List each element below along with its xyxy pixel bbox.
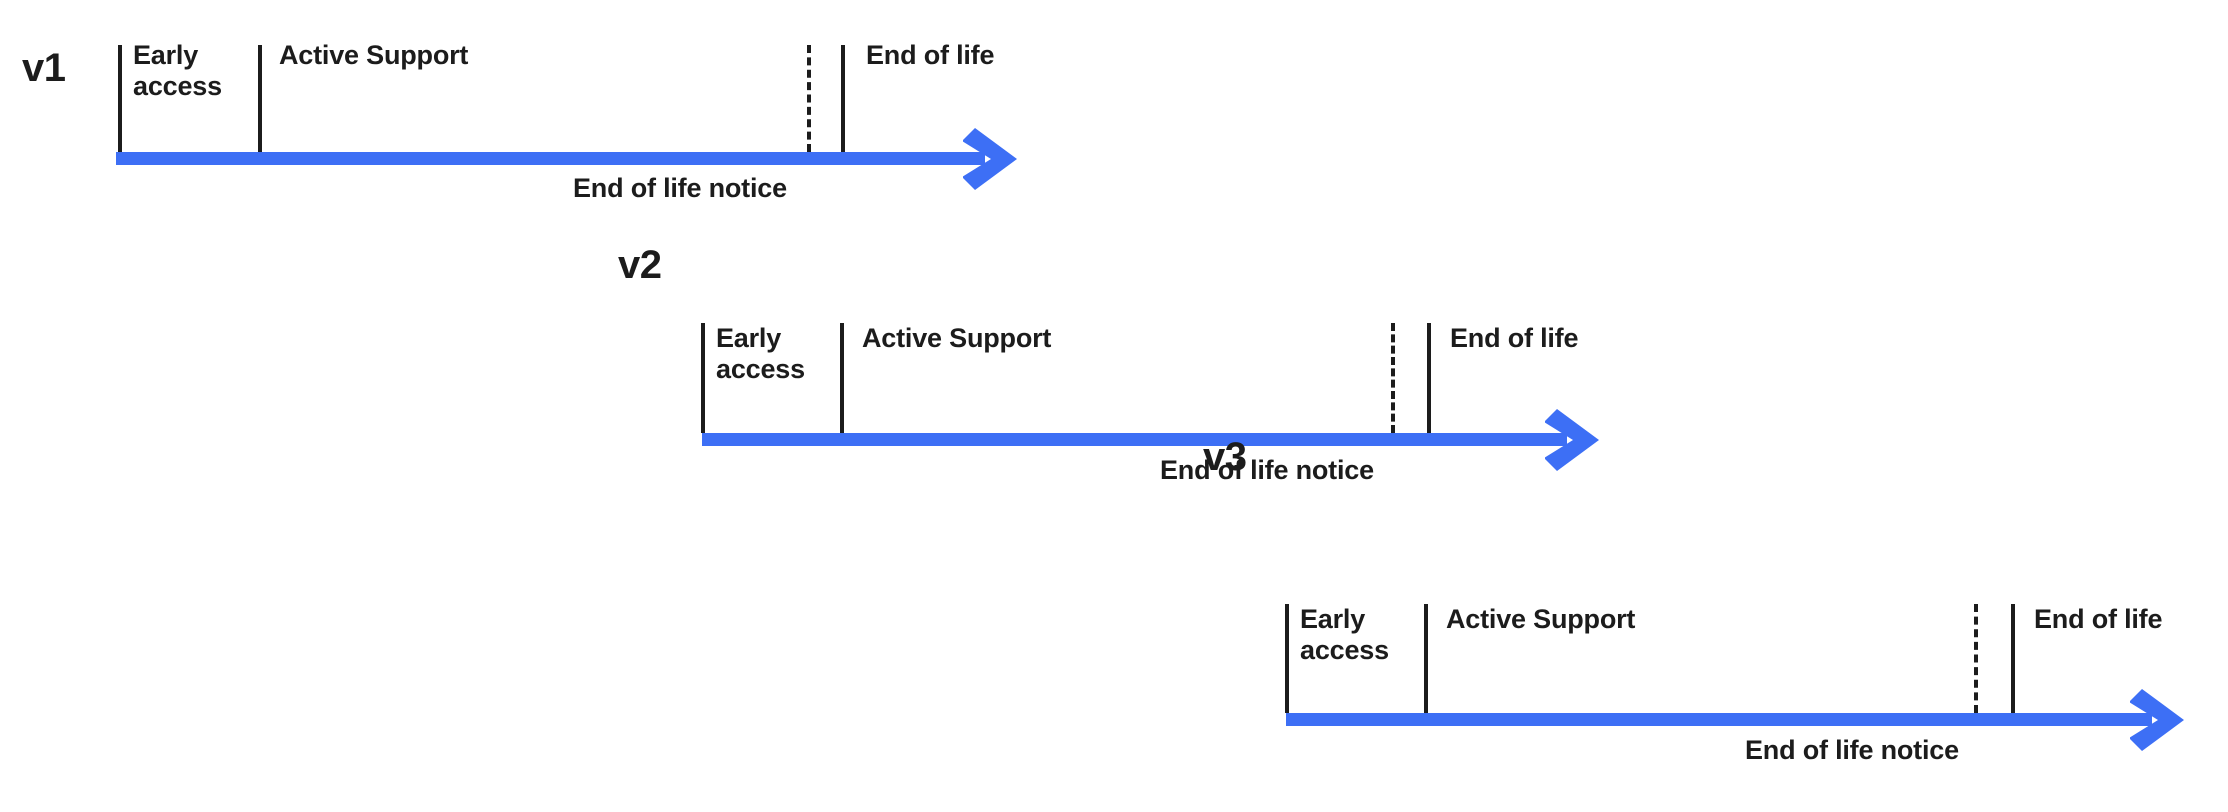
end-of-life-notice-label: End of life notice xyxy=(1160,455,1374,485)
phase-boundary-tick xyxy=(258,45,262,152)
phase-boundary-tick xyxy=(1424,604,1428,713)
end-of-life-notice-label: End of life notice xyxy=(573,173,787,203)
end-of-life-notice-label: End of life notice xyxy=(1745,735,1959,765)
version-label-v3: v3 xyxy=(1203,435,1247,479)
phase-label-early-access: Early access xyxy=(716,323,805,385)
phase-label-early-access: Early access xyxy=(133,40,222,102)
phase-label-end-of-life: End of life xyxy=(866,40,995,70)
eol-notice-marker-dashed xyxy=(1974,604,1978,713)
timeline-bar xyxy=(116,152,985,165)
eol-notice-marker-dashed xyxy=(807,45,811,152)
timeline-arrowhead-icon xyxy=(2130,688,2184,751)
phase-label-active-support: Active Support xyxy=(862,323,1052,353)
phase-boundary-tick xyxy=(2011,604,2015,713)
timeline-bar xyxy=(1286,713,2152,726)
phase-boundary-tick xyxy=(1285,604,1289,713)
phase-label-end-of-life: End of life xyxy=(1450,323,1579,353)
phase-label-early-access: Early access xyxy=(1300,604,1389,666)
phase-boundary-tick xyxy=(840,323,844,433)
eol-notice-marker-dashed xyxy=(1391,323,1395,433)
phase-label-active-support: Active Support xyxy=(279,40,469,70)
timeline-bar xyxy=(702,433,1567,446)
phase-label-active-support: Active Support xyxy=(1446,604,1636,634)
phase-boundary-tick xyxy=(701,323,705,433)
phase-boundary-tick xyxy=(841,45,845,152)
phase-boundary-tick xyxy=(118,45,122,152)
timeline-arrowhead-icon xyxy=(963,127,1017,190)
phase-label-end-of-life: End of life xyxy=(2034,604,2163,634)
phase-boundary-tick xyxy=(1427,323,1431,433)
version-label-v1: v1 xyxy=(22,46,66,90)
version-label-v2: v2 xyxy=(618,243,662,287)
timeline-arrowhead-icon xyxy=(1545,408,1599,471)
